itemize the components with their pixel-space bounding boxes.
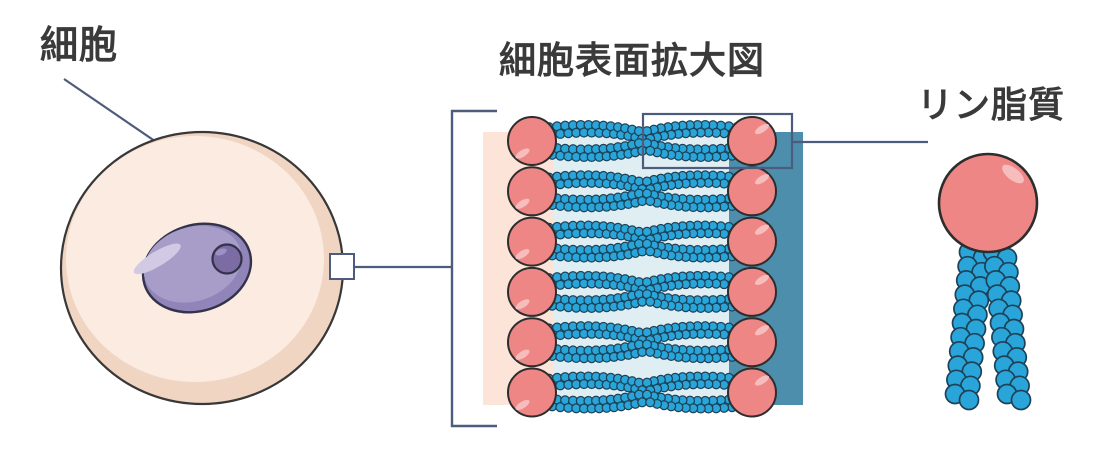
cell-illustration (59, 130, 345, 406)
phospholipid-figure: リン脂質 (917, 85, 1065, 411)
phospholipid-molecule (937, 152, 1039, 411)
nucleolus-highlight (215, 248, 227, 256)
cell-figure: 細胞 (40, 23, 452, 406)
nucleolus (211, 243, 243, 275)
lipid-row (507, 266, 777, 317)
lipid-row (507, 317, 777, 368)
membrane-bilayer (507, 116, 777, 418)
phospholipid-label: リン脂質 (917, 85, 1065, 126)
surface-bracket (450, 109, 497, 428)
lipid-row (507, 216, 777, 267)
lipid-head-highlight (1002, 164, 1024, 184)
lipid-tails (944, 241, 1032, 411)
lipid-row (507, 367, 777, 418)
lipid-head (937, 152, 1039, 254)
lipid-row (507, 116, 777, 166)
cell-zoom-box (329, 253, 355, 280)
nucleus-inner (143, 225, 242, 303)
surface-title: 細胞表面拡大図 (499, 39, 765, 82)
nucleus-highlight (133, 243, 181, 275)
cell-label: 細胞 (40, 23, 118, 67)
lipid-row (507, 166, 777, 217)
surface-figure: 細胞表面拡大図 (450, 39, 928, 428)
